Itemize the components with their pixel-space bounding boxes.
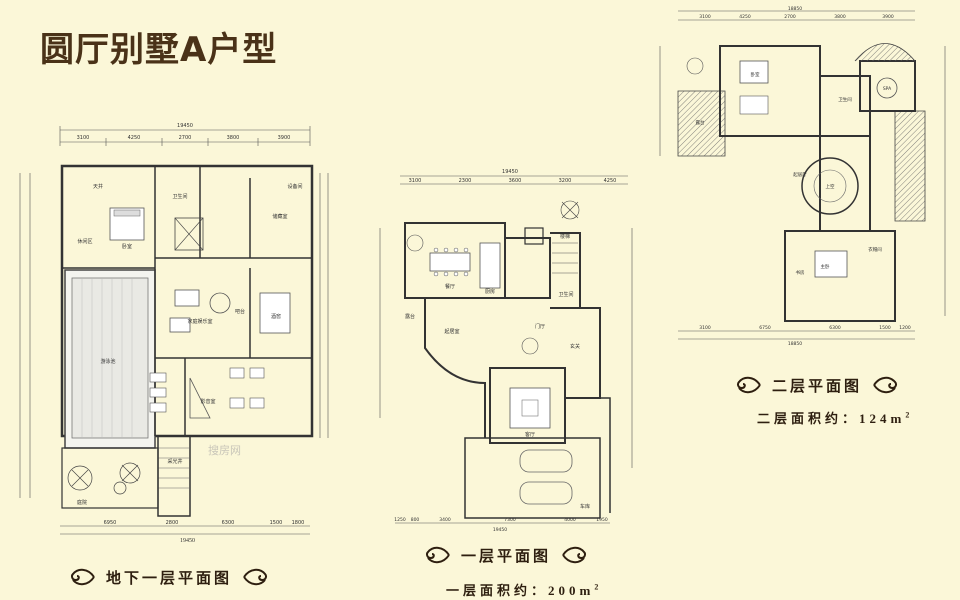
room-label: 玄关 [570,343,580,350]
basement-top-dim: 4250 [128,135,141,141]
second-floor-area: 二层面积约：124m2 [757,410,910,426]
first-floor-area: 一层面积约：200m2 [446,582,599,598]
first-floor-plan: 19450 3100 2300 3600 3200 4250 餐厅 厨房 客厅 [379,169,633,533]
room-label: 主卧 [821,263,830,270]
second-top-dim: 2700 [784,14,796,20]
first-top-dim: 4250 [604,178,617,184]
room-label: 餐厅 [445,283,455,290]
first-floor-plan-label: 一层平面图 [425,544,587,566]
first-bottom-dim: 1950 [596,517,608,523]
basement-plan-label: 地下一层平面图 [70,566,268,588]
second-bottom-dim: 1200 [899,325,911,331]
room-label: 书房 [796,269,805,276]
room-label: 休闲区 [77,238,92,245]
basement-top-dim: 3900 [278,135,291,141]
basement-floor-plan: 19450 3100 4250 2700 3800 3900 [19,123,329,535]
room-label: 车库 [580,503,590,510]
first-bottom-total: 19450 [493,527,507,533]
second-floor-plan: 18850 3100 4250 2700 3800 3900 主卧 卧室 书房 … [659,6,946,346]
page-title: 圆厅别墅A户型 [40,30,278,70]
first-top-dim: 3200 [559,178,572,184]
room-label: 储藏室 [272,213,287,220]
second-bottom-dim: 3100 [699,325,711,331]
room-label: 影音室 [200,398,215,405]
second-bottom-dim: 6300 [829,325,841,331]
room-label: 厨房 [485,288,495,295]
basement-top-dim: 2700 [179,135,192,141]
first-top-total: 19450 [502,169,518,175]
second-top-dim: 4250 [739,14,751,20]
room-label: 门厅 [535,323,545,330]
room-label: 卫生间 [838,96,852,103]
first-bottom-dim: 3400 [439,517,451,523]
ornament-icon [71,568,95,586]
ornament-icon [873,376,897,394]
room-label: SPA [883,86,892,92]
second-bottom-total: 18850 [788,341,802,346]
room-label: 游泳池 [100,358,115,365]
basement-top-total: 19450 [177,123,193,129]
second-top-dim: 3800 [834,14,846,20]
ornament-icon [426,546,450,564]
room-label: 上空 [826,183,835,190]
ornament-icon [562,546,586,564]
basement-bottom-dim: 6950 [104,520,117,526]
room-label: 设备间 [287,183,302,190]
room-label: 天井 [93,183,103,190]
room-label: 衣帽间 [868,246,882,253]
room-label: 卫生间 [172,193,187,200]
basement-bottom-dim: 6300 [222,520,235,526]
basement-bottom-dim: 2800 [166,520,179,526]
room-label: 起居室 [444,328,459,335]
room-label: 采光井 [167,458,182,465]
second-bottom-dim: 1500 [879,325,891,331]
room-label: 庭院 [77,499,87,506]
room-label: 客厅 [525,431,535,438]
basement-bottom-dim: 1500 [270,520,283,526]
second-top-total: 18850 [788,6,802,12]
first-bottom-dim: 1250 [394,517,406,523]
room-label: 家庭娱乐室 [187,318,212,325]
second-top-dim: 3900 [882,14,894,20]
first-bottom-dim: 7300 [504,517,516,523]
first-bottom-dim: 4000 [564,517,576,523]
second-floor-plan-label: 二层平面图 [736,374,898,396]
second-top-dim: 3100 [699,14,711,20]
room-label: 酒窖 [271,313,281,320]
basement-bottom-dim: 1800 [292,520,305,526]
room-label: 起居厅 [793,172,807,178]
room-label: 卫生间 [558,291,573,298]
watermark: 搜房网 [208,445,241,457]
room-label: 卧室 [122,243,132,250]
first-top-dim: 3600 [509,178,522,184]
basement-top-dim: 3800 [227,135,240,141]
basement-top-dim: 3100 [77,135,90,141]
room-label: 露台 [405,313,415,320]
room-label: 露台 [696,119,705,126]
basement-bottom-total: 19450 [180,538,195,544]
ornament-icon [737,376,761,394]
room-label: 楼梯 [560,233,570,240]
first-bottom-dim: 800 [411,517,420,523]
first-top-dim: 3100 [409,178,422,184]
second-bottom-dim: 6750 [759,325,771,331]
first-top-dim: 2300 [459,178,472,184]
ornament-icon [243,568,267,586]
room-label: 卧室 [751,71,760,78]
room-label: 吧台 [235,308,245,315]
